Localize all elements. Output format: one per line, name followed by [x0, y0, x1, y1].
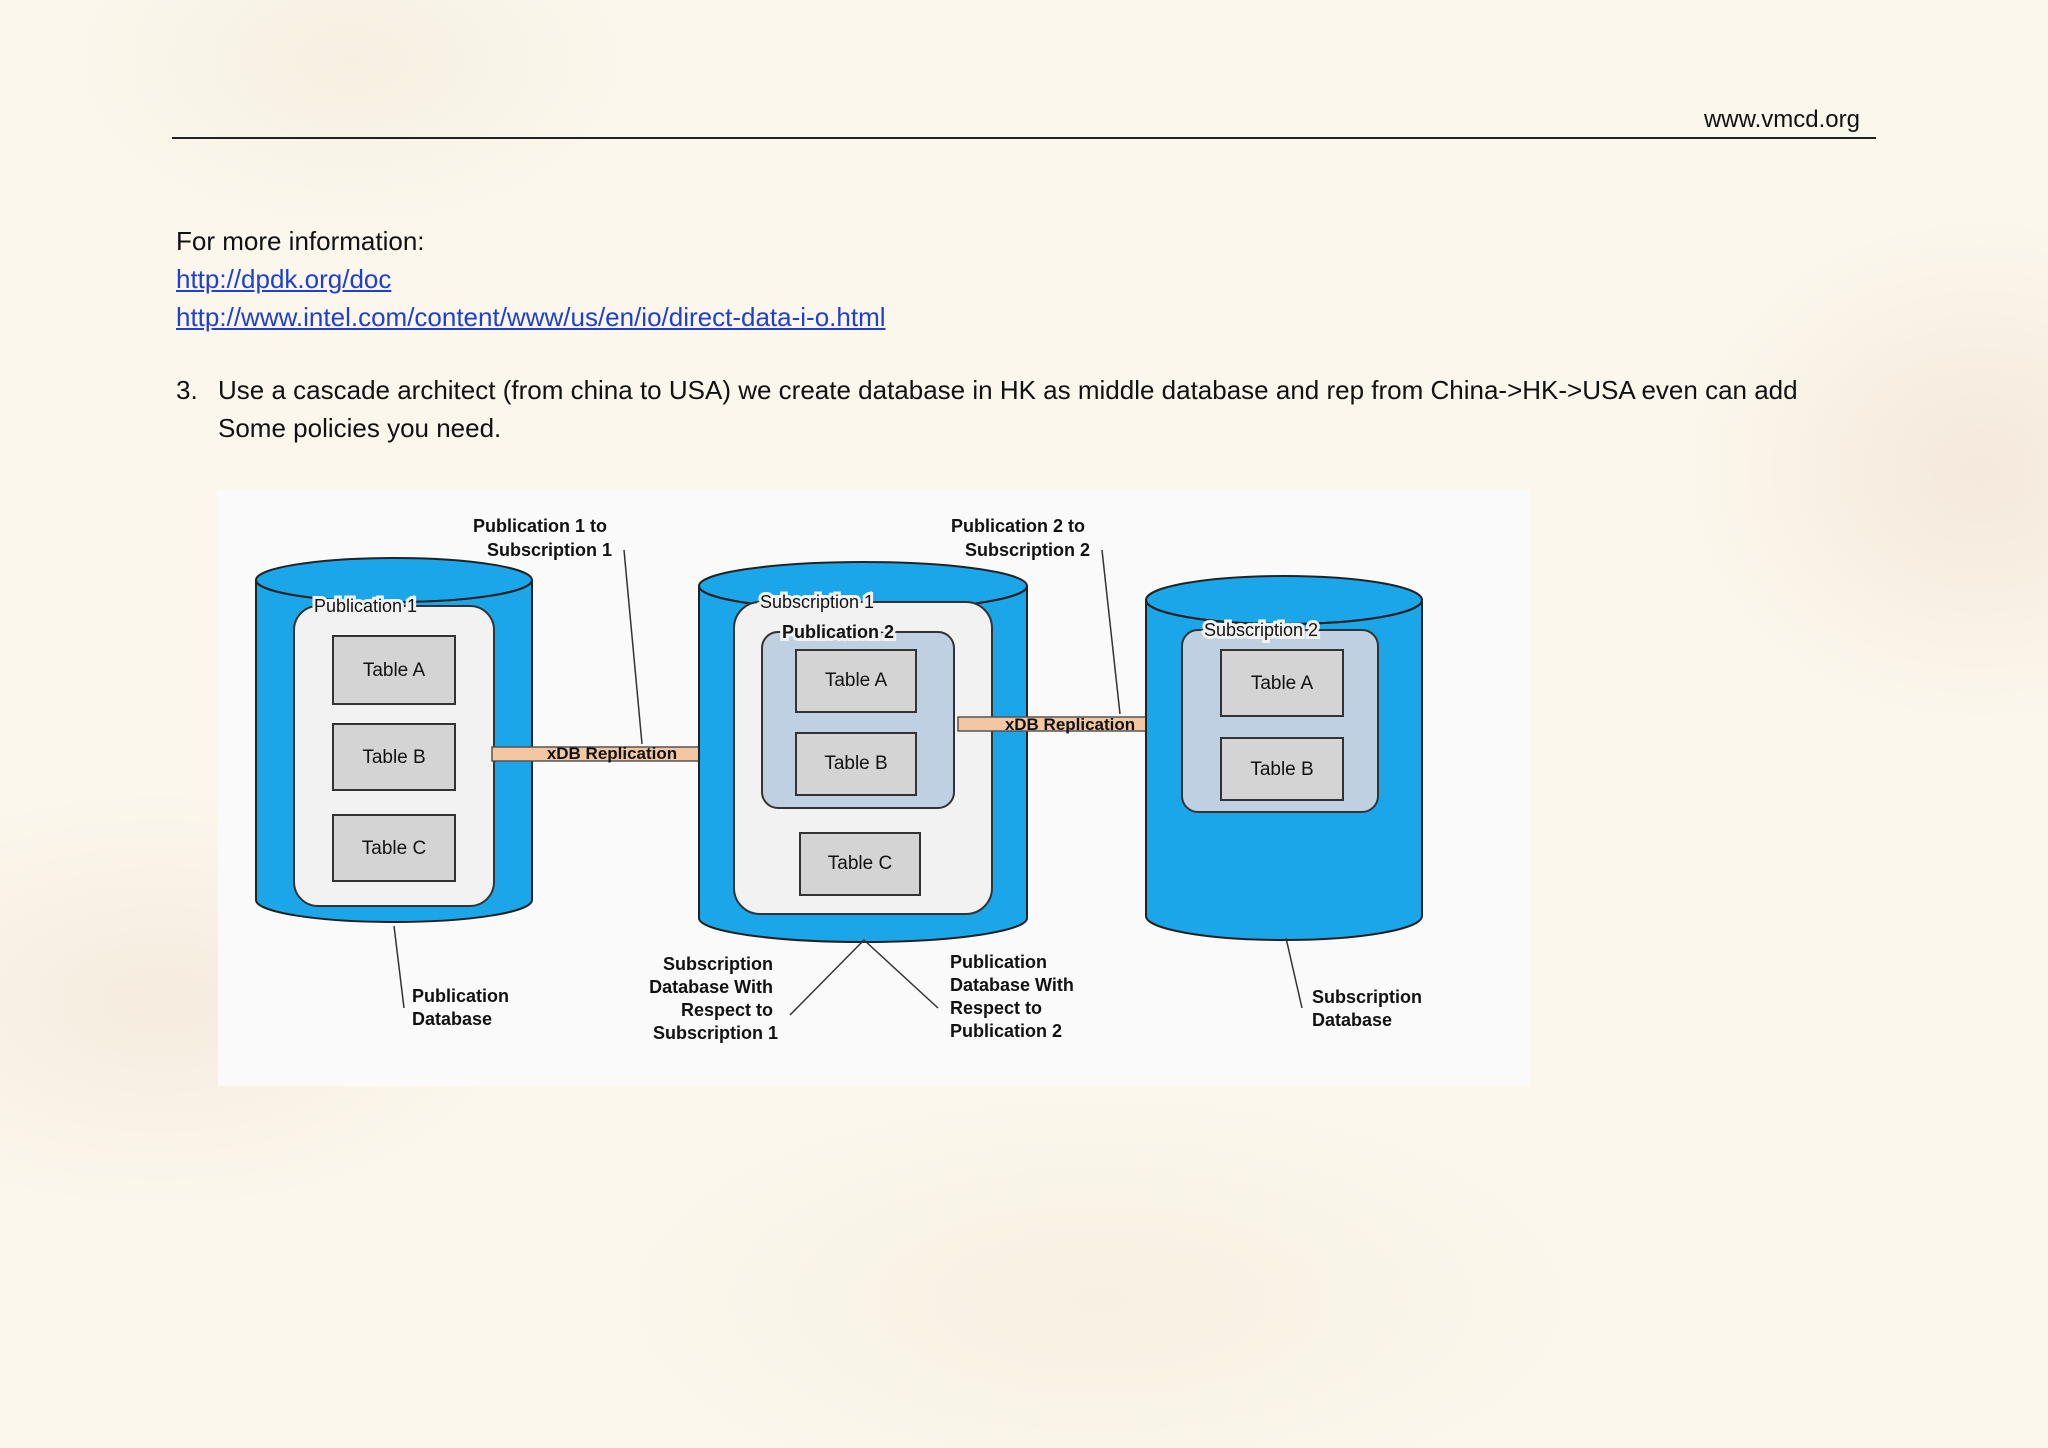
db2-table-b: Table B	[795, 732, 917, 796]
publication-1-label: Publication 1	[314, 596, 417, 616]
header-divider	[172, 137, 1876, 139]
svg-text:Table B: Table B	[824, 753, 887, 774]
more-info-block: For more information: http://dpdk.org/do…	[176, 222, 1876, 336]
db1-table-c: Table C	[332, 814, 456, 882]
subscription-database-respect-label: Subscription Database With Respect to Su…	[649, 954, 778, 1043]
publication-2-label: Publication 2	[782, 622, 894, 642]
middle-database-callout-lines	[789, 938, 939, 1016]
link-intel[interactable]: http://www.intel.com/content/www/us/en/i…	[176, 302, 886, 332]
arrow-2-callout-line	[1101, 549, 1121, 715]
db3-table-b: Table B	[1220, 737, 1344, 801]
svg-text:Table B: Table B	[1250, 759, 1313, 780]
db1-table-b: Table B	[332, 723, 456, 791]
svg-text:Table A: Table A	[363, 660, 426, 681]
publication-database-callout-line	[393, 925, 405, 1009]
header-url: www.vmcd.org	[1703, 106, 1860, 133]
subscription-1-label: Subscription 1	[760, 592, 874, 612]
svg-text:Table A: Table A	[825, 670, 888, 691]
arrow-2-caption: Publication 2 to Subscription 2	[951, 516, 1090, 560]
subscription-database-callout-line	[1285, 937, 1303, 1009]
arrow-1-callout-line	[623, 549, 643, 745]
arrow-1-caption: Publication 1 to Subscription 1	[473, 516, 612, 560]
db3-table-a: Table A	[1220, 649, 1344, 717]
list-text-line-2: Some policies you need.	[218, 413, 502, 443]
svg-text:xDB Replication: xDB Replication	[547, 744, 677, 763]
link-dpdk[interactable]: http://dpdk.org/doc	[176, 264, 392, 294]
db2-table-c: Table C	[799, 832, 921, 896]
publication-database-respect-label: Publication Database With Respect to Pub…	[950, 952, 1079, 1041]
db2-table-a: Table A	[795, 649, 917, 713]
xdb-replication-arrow-1: xDB Replication	[491, 738, 750, 770]
more-info-heading: For more information:	[176, 226, 425, 256]
replication-diagram: Publication 1 Table A Table B Table C Pu…	[218, 490, 1530, 1086]
svg-text:xDB Replication: xDB Replication	[1005, 715, 1135, 734]
subscription-database-label: Subscription Database	[1312, 987, 1427, 1030]
svg-text:Table C: Table C	[362, 838, 426, 859]
svg-text:Table C: Table C	[828, 853, 892, 874]
list-number: 3.	[176, 375, 198, 405]
svg-text:Table A: Table A	[1251, 673, 1314, 694]
list-item-3: 3. Use a cascade architect (from china t…	[176, 371, 1856, 447]
svg-text:Table B: Table B	[362, 747, 425, 768]
subscription-2-label: Subscription 2	[1204, 620, 1318, 640]
list-text: Use a cascade architect (from china to U…	[218, 371, 1856, 447]
db1-table-a: Table A	[332, 635, 456, 705]
publication-database-label: Publication Database	[412, 986, 514, 1029]
list-text-line-1: Use a cascade architect (from china to U…	[218, 375, 1798, 405]
xdb-replication-arrow-2: xDB Replication	[957, 707, 1193, 741]
